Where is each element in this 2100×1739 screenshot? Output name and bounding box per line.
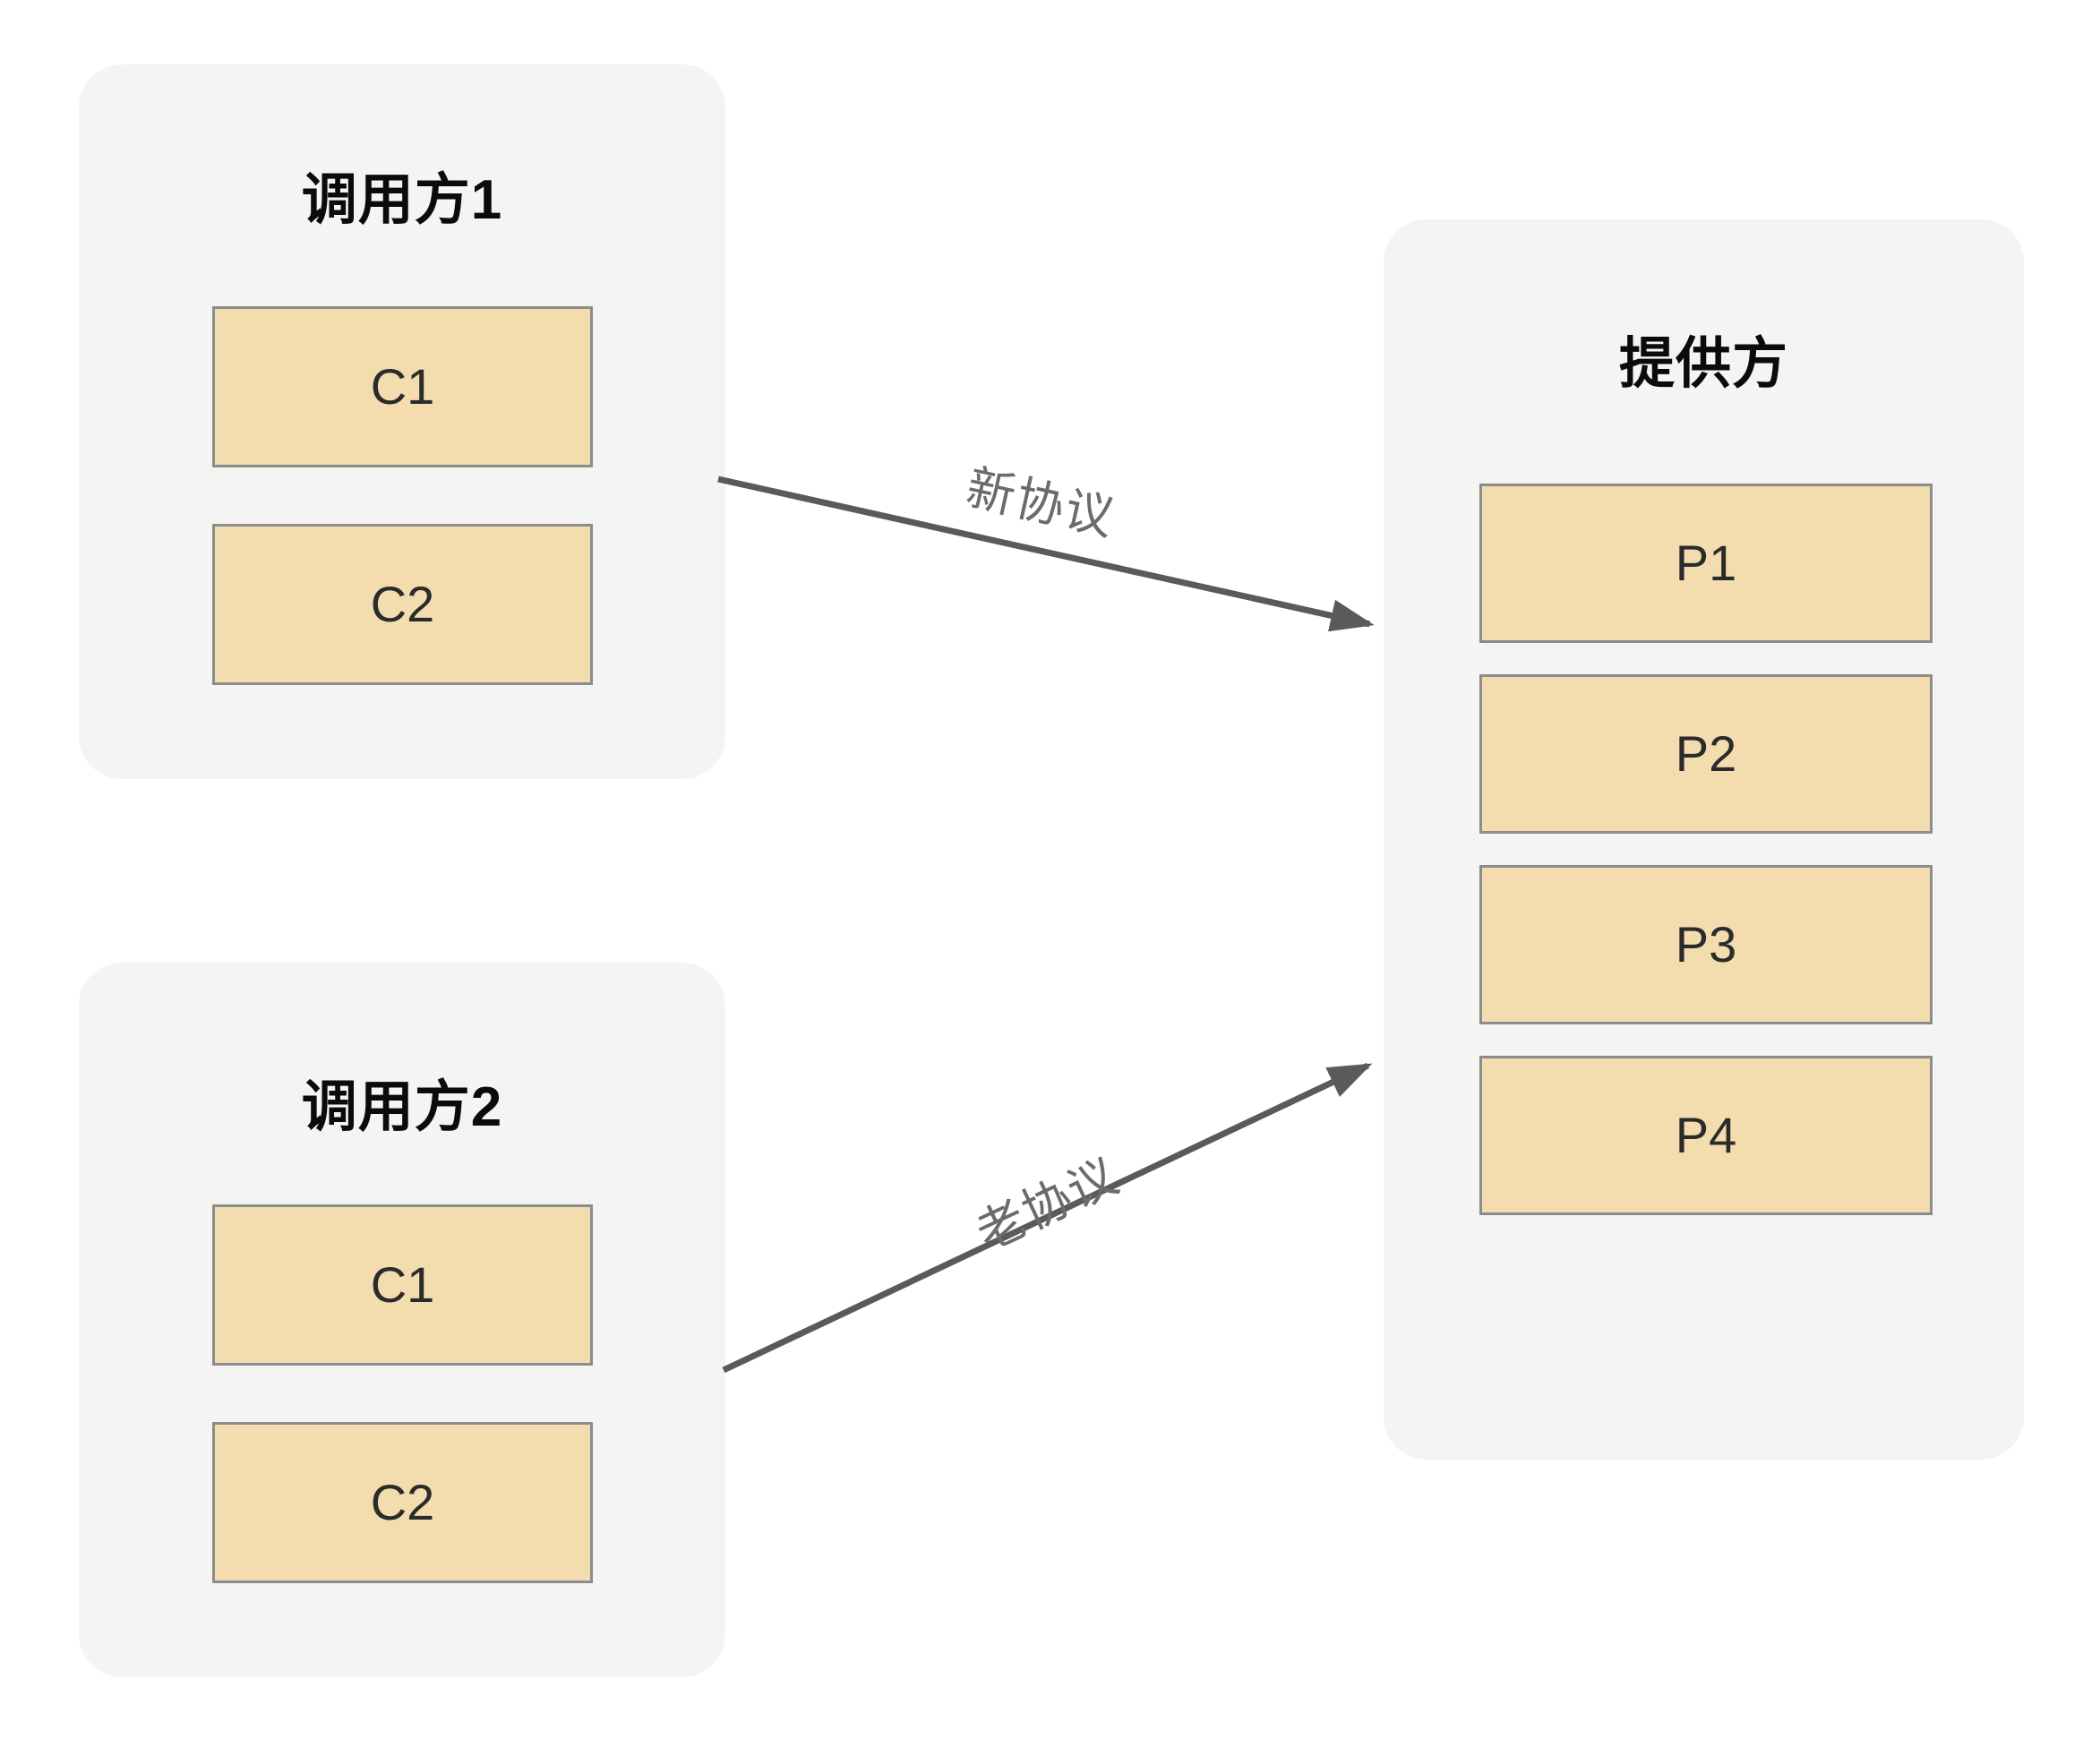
group-caller-1[interactable]: 调用方1 C1 C2 xyxy=(79,64,725,779)
caller-1-member-c1[interactable]: C1 xyxy=(212,306,593,467)
group-caller-1-title: 调用方1 xyxy=(301,169,503,231)
provider-member-p4[interactable]: P4 xyxy=(1479,1056,1933,1215)
group-provider-title: 提供方 xyxy=(1618,333,1788,395)
caller-2-member-c2-label: C2 xyxy=(370,1474,435,1530)
caller-1-member-c2[interactable]: C2 xyxy=(212,524,593,685)
caller-2-member-c1[interactable]: C1 xyxy=(212,1204,593,1366)
provider-member-p2[interactable]: P2 xyxy=(1479,674,1933,834)
provider-member-p3[interactable]: P3 xyxy=(1479,865,1933,1024)
provider-member-p4-label: P4 xyxy=(1675,1107,1737,1163)
group-caller-2[interactable]: 调用方2 C1 C2 xyxy=(79,963,725,1677)
provider-member-p2-label: P2 xyxy=(1675,725,1737,782)
group-provider[interactable]: 提供方 P1 P2 P3 P4 xyxy=(1384,219,2024,1460)
caller-1-member-c2-label: C2 xyxy=(370,576,435,632)
caller-1-member-c1-label: C1 xyxy=(370,358,435,415)
group-caller-2-title: 调用方2 xyxy=(301,1076,503,1138)
edge-new-protocol-label: 新协议 xyxy=(961,460,1120,546)
provider-member-p1[interactable]: P1 xyxy=(1479,484,1933,643)
provider-member-p1-label: P1 xyxy=(1675,535,1737,591)
edge-old-protocol-label: 老协议 xyxy=(968,1148,1127,1261)
provider-member-p3-label: P3 xyxy=(1675,916,1737,972)
caller-2-member-c2[interactable]: C2 xyxy=(212,1422,593,1583)
caller-2-member-c1-label: C1 xyxy=(370,1256,435,1313)
